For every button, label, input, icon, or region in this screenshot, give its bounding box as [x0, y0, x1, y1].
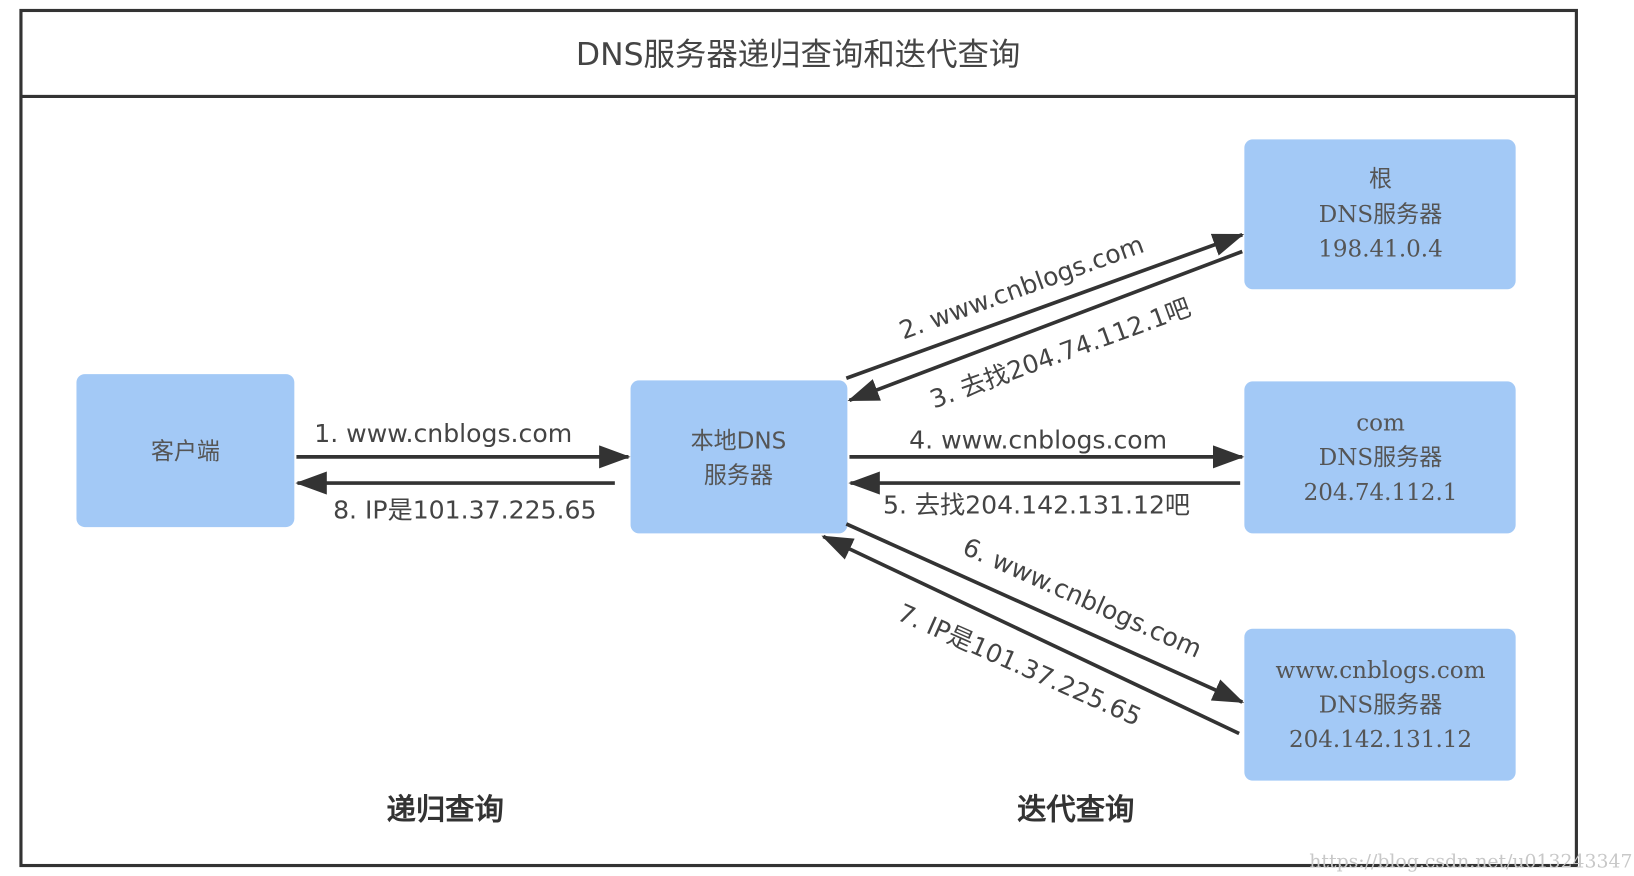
arrow-7 [821, 534, 1240, 736]
svg-text:204.74.112.1: 204.74.112.1 [1304, 480, 1458, 506]
node-local-dns: 本地DNS 服务器 [630, 380, 848, 534]
edge-label-8: 8. IP是101.37.225.65 [333, 496, 596, 525]
svg-text:204.142.131.12: 204.142.131.12 [1289, 727, 1472, 753]
watermark: https://blog.csdn.net/u013243347 [1309, 852, 1632, 873]
diagram-title: DNS服务器递归查询和迭代查询 [576, 37, 1020, 73]
svg-text:www.cnblogs.com: www.cnblogs.com [1276, 658, 1486, 684]
svg-text:DNS服务器: DNS服务器 [1319, 693, 1442, 719]
node-root-dns: 根 DNS服务器 198.41.0.4 [1244, 139, 1516, 290]
section-recursive: 递归查询 [387, 792, 504, 826]
diagram-frame [19, 8, 1578, 868]
arrow-2 [845, 232, 1245, 380]
svg-text:198.41.0.4: 198.41.0.4 [1318, 237, 1443, 263]
edge-label-4: 4. www.cnblogs.com [909, 425, 1167, 454]
node-com-dns: com DNS服务器 204.74.112.1 [1244, 381, 1516, 534]
edge-label-1: 1. www.cnblogs.com [314, 419, 572, 448]
section-iterative: 迭代查询 [1017, 792, 1134, 826]
svg-text:本地DNS: 本地DNS [691, 428, 787, 454]
svg-text:DNS服务器: DNS服务器 [1319, 445, 1442, 471]
node-site-dns: www.cnblogs.com DNS服务器 204.142.131.12 [1244, 628, 1516, 781]
arrow-3 [847, 249, 1243, 402]
svg-text:DNS服务器: DNS服务器 [1319, 202, 1442, 228]
node-client: 客户端 [76, 374, 295, 528]
svg-text:根: 根 [1369, 167, 1392, 193]
arrow-6 [845, 522, 1245, 704]
svg-text:com: com [1356, 411, 1405, 437]
svg-text:客户端: 客户端 [151, 439, 220, 465]
edge-label-5: 5. 去找204.142.131.12吧 [883, 490, 1190, 519]
svg-text:服务器: 服务器 [704, 463, 773, 489]
